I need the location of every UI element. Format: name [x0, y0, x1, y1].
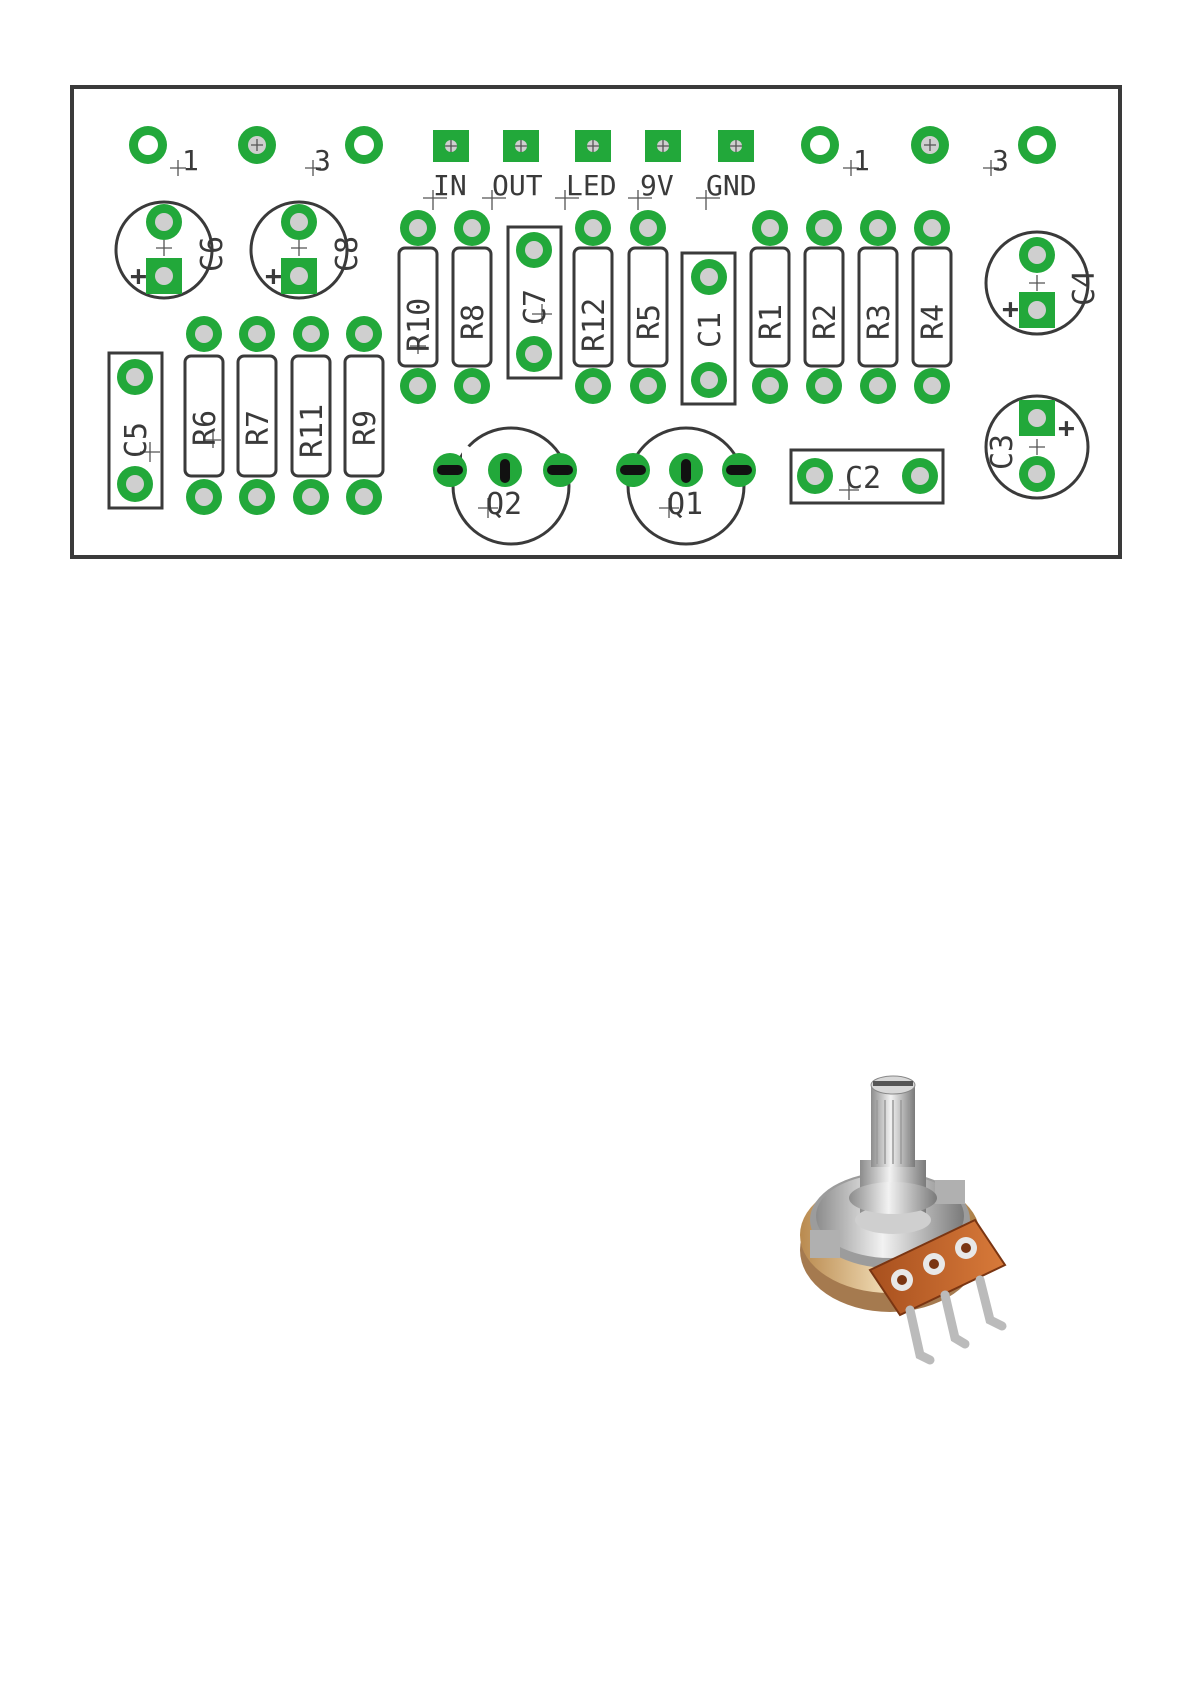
resistor-r8: R8	[453, 210, 491, 404]
header-label-out: OUT	[492, 169, 543, 202]
header-label-in: IN	[433, 169, 467, 202]
c3-label: C3	[985, 434, 1020, 470]
r5-label: R5	[632, 304, 667, 340]
r8-label: R8	[456, 304, 491, 340]
r11-label: R11	[295, 404, 330, 458]
resistor-r9: R9	[345, 316, 383, 515]
resistor-r5: R5	[629, 210, 667, 404]
r6-label: R6	[188, 410, 223, 446]
q2-label: Q2	[486, 487, 522, 522]
r12-label: R12	[577, 298, 612, 352]
c4-label: C4	[1067, 270, 1102, 306]
header-label-led: LED	[566, 169, 617, 202]
resistor-r10: R10	[399, 210, 437, 404]
pot-right-pin1-label: 1	[853, 144, 870, 177]
r7-label: R7	[241, 410, 276, 446]
c6-polarity: +	[130, 259, 147, 292]
resistor-r11: R11	[292, 316, 330, 515]
r9-label: R9	[348, 410, 383, 446]
c6-label: C6	[195, 236, 230, 272]
header-label-9v: 9V	[640, 169, 674, 202]
resistor-r6: R6	[185, 316, 223, 515]
c8-label: C8	[330, 236, 365, 272]
c8-polarity: +	[265, 259, 282, 292]
q1-label: Q1	[667, 487, 703, 522]
c4-polarity: +	[1002, 292, 1019, 325]
resistor-r1: R1	[751, 210, 789, 404]
r3-label: R3	[862, 304, 897, 340]
r2-label: R2	[808, 304, 843, 340]
r1-label: R1	[754, 304, 789, 340]
r10-label: R10	[402, 298, 437, 352]
r4-label: R4	[916, 304, 951, 340]
c2-label: C2	[845, 461, 881, 496]
potentiometer-photo-icon	[780, 1070, 1040, 1380]
resistor-r7: R7	[238, 316, 276, 515]
c3-polarity: +	[1058, 411, 1075, 444]
resistor-r2: R2	[805, 210, 843, 404]
c5-label: C5	[119, 422, 154, 458]
resistor-r12: R12	[574, 210, 612, 404]
c7-label: C7	[518, 289, 553, 325]
c1-label: C1	[693, 312, 728, 348]
resistor-r3: R3	[859, 210, 897, 404]
pcb-silkscreen-diagram: 1 3 1 3 IN OUT LED 9V GND +	[0, 0, 1192, 1060]
pot-left-pin3-label: 3	[314, 144, 331, 177]
resistor-r4: R4	[913, 210, 951, 404]
header-label-gnd: GND	[706, 169, 757, 202]
pot-right-pin3-label: 3	[992, 144, 1009, 177]
pot-left-pin1-label: 1	[182, 144, 199, 177]
